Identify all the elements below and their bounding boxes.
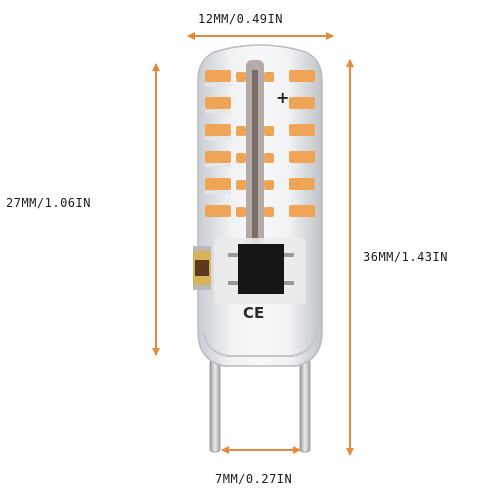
led-chip [289, 70, 315, 82]
led-chip [264, 126, 274, 136]
center-pcb-core [252, 70, 258, 245]
driver-ic-chip [238, 244, 284, 294]
led-chip [289, 124, 315, 136]
right-led-column [289, 70, 315, 217]
housing-base [203, 331, 317, 357]
left-pin [209, 359, 221, 453]
capacitor [193, 246, 211, 290]
led-chip-gap [205, 137, 231, 140]
polarity-plus-mark: + [276, 88, 289, 107]
led-chip-gap [205, 191, 231, 194]
led-chip [236, 126, 246, 136]
led-chip [289, 178, 315, 190]
led-chip [205, 151, 231, 163]
led-chip [264, 207, 274, 217]
total-height-dimension-label: 36MM/1.43IN [363, 250, 448, 264]
led-chip [264, 180, 274, 190]
led-chip [205, 124, 231, 136]
led-chip [205, 205, 231, 217]
led-chip [236, 153, 246, 163]
left-led-column [205, 70, 231, 217]
led-chip [205, 97, 231, 109]
width-dimension-label: 12MM/0.49IN [198, 12, 283, 26]
led-chip [264, 153, 274, 163]
led-chip [205, 178, 231, 190]
led-chip-gap [205, 164, 231, 167]
led-chip [264, 72, 274, 82]
led-chip-gap [205, 110, 231, 113]
led-chip-gap [205, 83, 231, 86]
led-chip [289, 151, 315, 163]
led-chip [236, 72, 246, 82]
ce-mark: CE [243, 304, 264, 322]
inner-led-columns [236, 72, 274, 217]
driver-ic-legs [228, 253, 294, 285]
right-pin [299, 359, 311, 453]
pin-spacing-dimension-label: 7MM/0.27IN [215, 472, 293, 486]
led-chip [205, 70, 231, 82]
led-chip [289, 205, 315, 217]
led-chip [236, 207, 246, 217]
led-chip [236, 180, 246, 190]
body-height-dimension-label: 27MM/1.06IN [6, 196, 91, 210]
led-chip [289, 97, 315, 109]
